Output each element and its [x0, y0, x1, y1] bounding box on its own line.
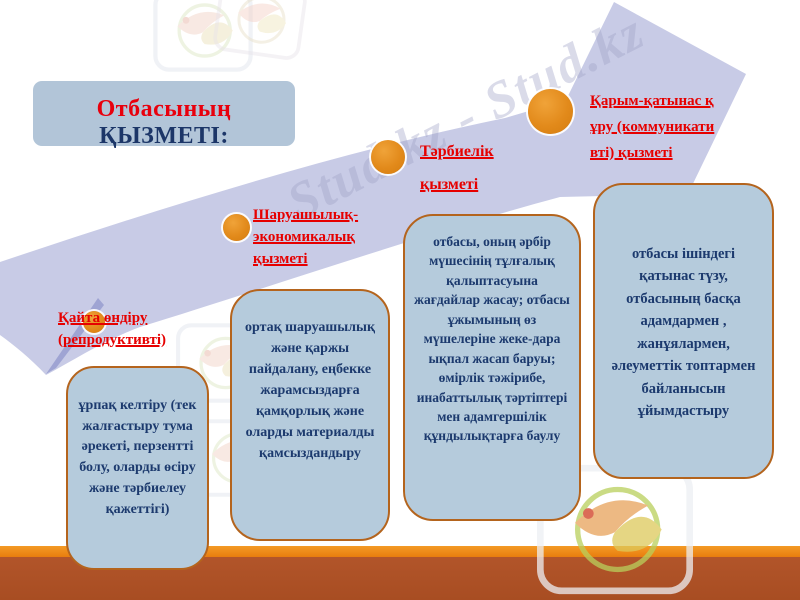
arrow-band: [0, 2, 746, 375]
slide-title: Отбасының ҚЫЗМЕТІ:: [33, 81, 295, 149]
step-marker-circle-3: [371, 140, 405, 174]
step-4-heading: Қарым-қатынас құру (коммуникативті) қызм…: [590, 93, 715, 161]
step-marker-circle-4: [528, 89, 573, 134]
step-3-body: отбасы, оның әрбір мүшесінің тұлғалық қа…: [414, 234, 570, 444]
step-4-box: отбасы ішіндегі қатынас түзу, отбасының …: [593, 183, 774, 479]
step-3-box: отбасы, оның әрбір мүшесінің тұлғалық қа…: [403, 214, 581, 521]
step-3-heading: Тәрбиелік қызметі: [420, 143, 494, 193]
step-4-body: отбасы ішіндегі қатынас түзу, отбасының …: [611, 246, 756, 420]
step-2-heading: Шаруашылық-экономикалық қызметі: [253, 207, 359, 267]
step-2-box: ортақ шаруашылық және қаржы пайдалану, е…: [230, 289, 390, 541]
step-marker-circle-2: [223, 214, 250, 241]
slide-title-part2: ҚЫЗМЕТІ:: [99, 123, 229, 149]
step-1-body: ұрпақ келтіру (тек жалғастыру тума әреке…: [78, 398, 197, 517]
bottom-orange-stripe: [0, 546, 800, 557]
slide-title-part1: Отбасының: [96, 96, 232, 122]
step-1-box: ұрпақ келтіру (тек жалғастыру тума әреке…: [66, 366, 209, 570]
step-1-heading: Қайта өндіру (репродуктивті): [58, 310, 167, 348]
step-marker-circle-1: [83, 311, 105, 333]
step-2-body: ортақ шаруашылық және қаржы пайдалану, е…: [244, 320, 376, 461]
